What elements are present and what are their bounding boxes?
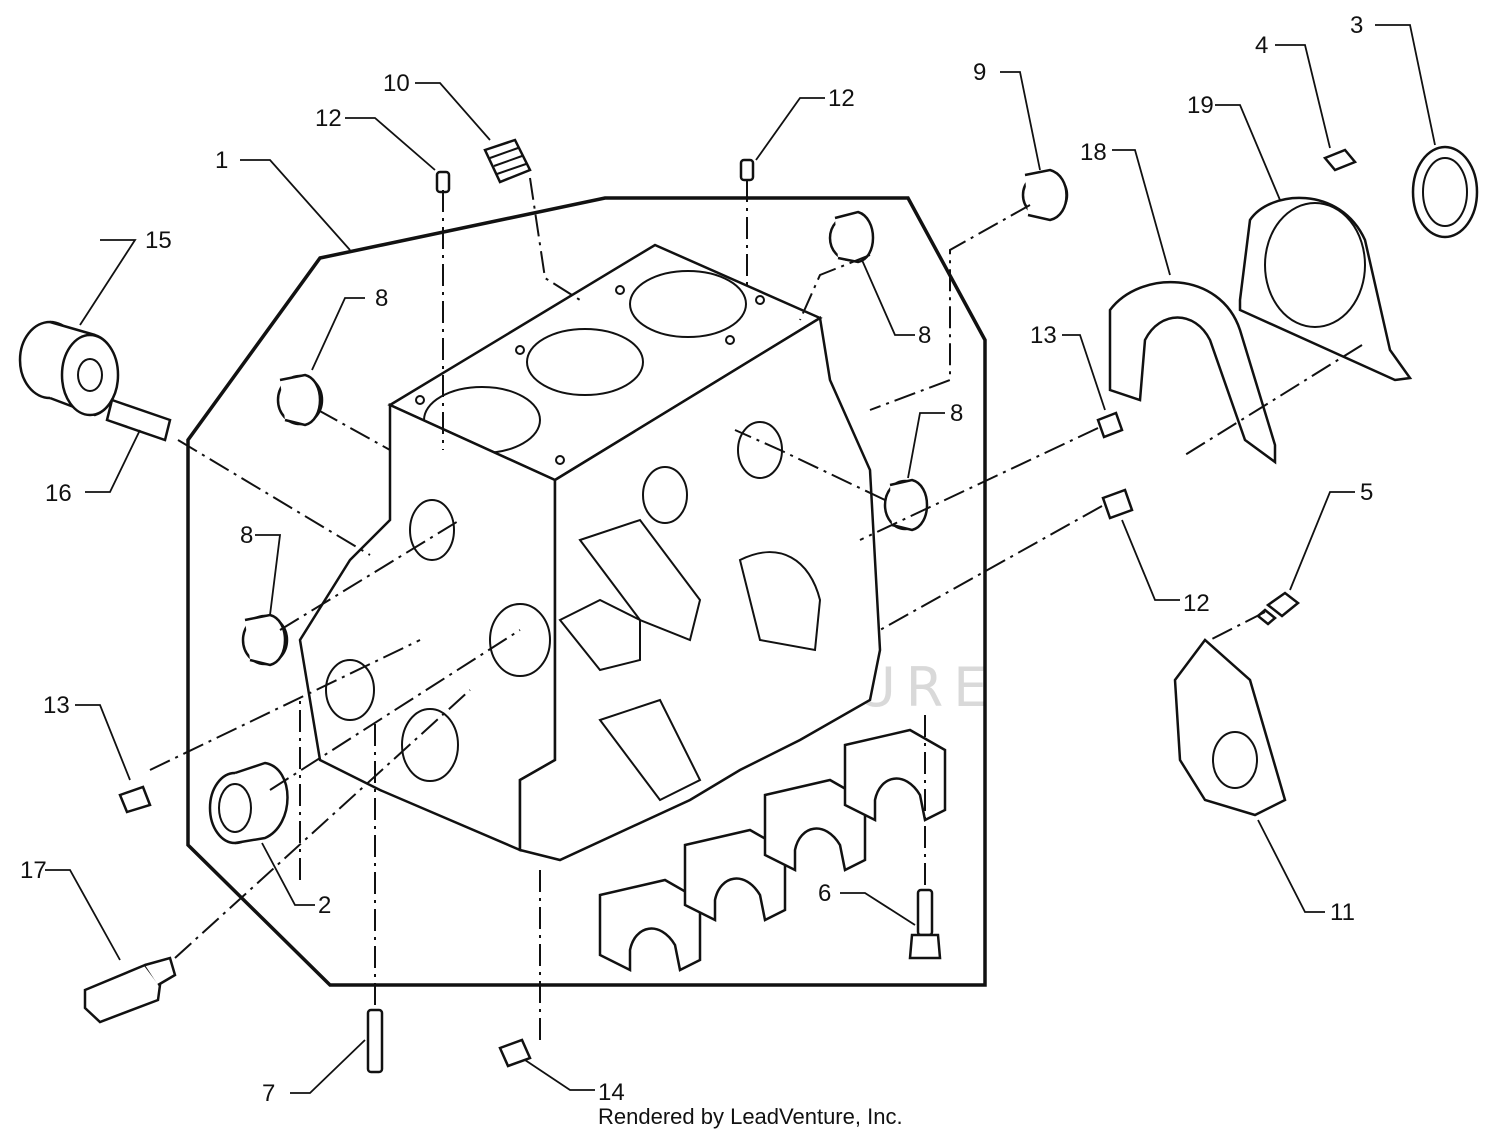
dowel-pin-top-left (435, 170, 451, 194)
expansion-plug-left-lower (241, 613, 289, 667)
callout-11: 11 (1330, 899, 1355, 926)
pin-right (1096, 411, 1124, 439)
callout-12-top-left: 12 (315, 105, 342, 132)
callout-8-top-right: 8 (918, 322, 931, 349)
callout-9: 9 (973, 59, 986, 86)
expansion-plug-right (883, 478, 929, 532)
callout-18: 18 (1080, 139, 1107, 166)
callout-17: 17 (20, 857, 47, 884)
housing-bolt (1256, 591, 1301, 626)
main-bearing-caps (598, 728, 947, 973)
bottom-plug (498, 1038, 532, 1068)
dowel-pin-right (1101, 488, 1134, 520)
assembly-lines (149, 177, 1363, 1040)
oil-filter (18, 320, 120, 417)
cover-plate (1173, 638, 1287, 817)
callout-14: 14 (598, 1079, 625, 1106)
expansion-plug-left-upper (276, 373, 324, 427)
callout-13-right: 13 (1030, 322, 1057, 349)
callout-7: 7 (262, 1080, 275, 1107)
footer-credit: Rendered by LeadVenture, Inc. (598, 1104, 903, 1129)
bearing-cap-bolt (908, 888, 942, 960)
callout-15: 15 (145, 227, 172, 254)
callout-3: 3 (1350, 12, 1363, 39)
callout-5: 5 (1360, 479, 1373, 506)
callout-8-right: 8 (950, 400, 963, 427)
callout-12-right: 12 (1183, 590, 1210, 617)
oil-pressure-sensor (83, 956, 177, 1024)
callout-8-left-upper: 8 (375, 285, 388, 312)
seal-housing (1238, 196, 1413, 382)
callout-2: 2 (318, 892, 331, 919)
callout-8-left-lower: 8 (240, 522, 253, 549)
dowel-pin-top-center (739, 158, 755, 182)
callout-16: 16 (45, 480, 72, 507)
callout-19: 19 (1187, 92, 1214, 119)
small-bolt (1322, 148, 1358, 172)
rear-oil-seal (1411, 145, 1479, 239)
callout-6: 6 (818, 880, 831, 907)
expansion-plug-top-right (828, 210, 875, 264)
callout-labels: 1 2 3 4 5 6 7 8 8 8 8 9 10 11 12 12 12 1… (20, 12, 1373, 1107)
stud-bolt (366, 1008, 384, 1074)
filter-stud (105, 398, 172, 442)
callout-4: 4 (1255, 32, 1268, 59)
callout-13-left: 13 (43, 692, 70, 719)
large-plug (1021, 168, 1069, 222)
cylinder-block (298, 243, 882, 862)
callout-12-top-center: 12 (828, 85, 855, 112)
callout-leaders (45, 24, 1436, 1094)
pin-left (118, 785, 152, 814)
front-oil-seal (208, 761, 289, 845)
rear-gasket (1108, 280, 1277, 465)
callout-1: 1 (215, 147, 228, 174)
threaded-fitting (483, 138, 532, 184)
callout-10: 10 (383, 70, 410, 97)
assembly-frame (186, 196, 987, 987)
